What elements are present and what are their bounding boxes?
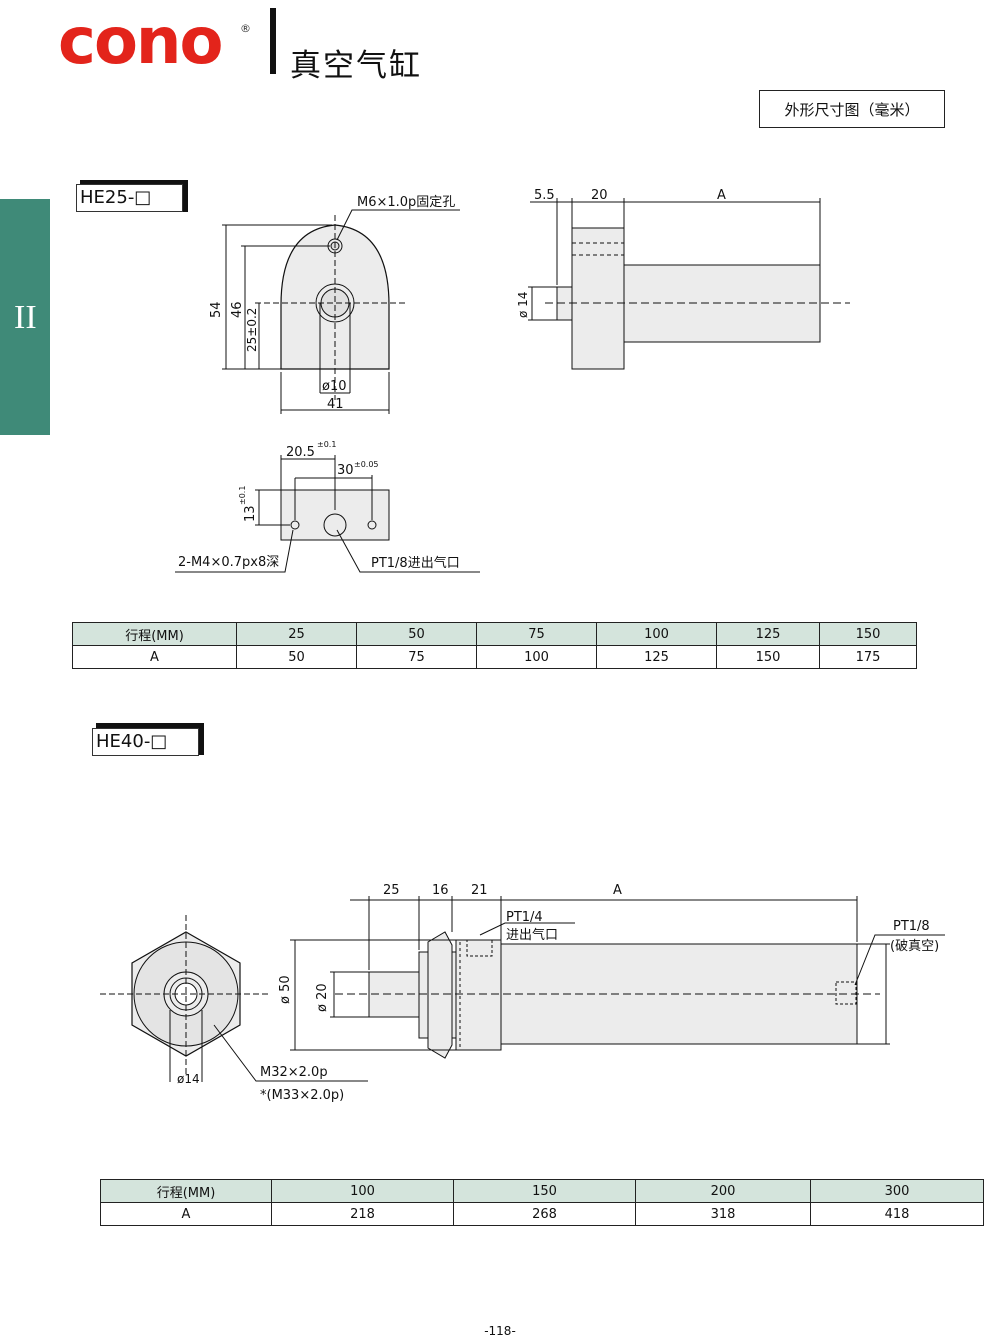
he25-stroke-table: 行程(MM) 25 50 75 100 125 150 A 50 75 100 …: [72, 622, 917, 669]
table-row: A 50 75 100 125 150 175: [72, 645, 917, 669]
table-cell: A: [100, 1202, 272, 1226]
table-cell: 100: [271, 1179, 454, 1203]
he25-dim-20: 20: [591, 188, 608, 203]
table-row: 行程(MM) 100 150 200 300: [100, 1179, 984, 1203]
table-cell: 418: [810, 1202, 984, 1226]
he25-tol-20-5: ±0.1: [317, 440, 336, 449]
he25-dim-14: ø 14: [516, 292, 530, 318]
he25-hole-label: M6×1.0p固定孔: [357, 195, 455, 210]
he25-dim-30: 30: [337, 463, 354, 478]
table-cell: 25: [236, 622, 357, 646]
table-cell: A: [72, 645, 237, 669]
he25-dim-25: 25±0.2: [245, 308, 259, 352]
table-cell: 150: [716, 645, 820, 669]
he40-side-nut: [427, 931, 453, 1059]
table-cell: 218: [271, 1202, 454, 1226]
table-cell: 50: [236, 645, 357, 669]
he25-dim-20-5: 20.5: [286, 445, 315, 460]
he40-dim-20: ø 20: [315, 983, 330, 1012]
page-title: 真空气缸: [290, 48, 422, 84]
table-cell: 75: [476, 622, 597, 646]
he40-stroke-table: 行程(MM) 100 150 200 300 A 218 268 318 418: [100, 1179, 984, 1226]
table-cell: 100: [476, 645, 597, 669]
he25-dim-5-5: 5.5: [534, 188, 555, 203]
he40-dim-16: 16: [432, 883, 449, 898]
he40-dim-25: 25: [383, 883, 400, 898]
he40-thread-alt-label: *(M33×2.0p): [260, 1088, 344, 1103]
model-label-he25: HE25-□: [76, 184, 183, 212]
registered-mark: ®: [240, 22, 251, 35]
header-divider: [270, 8, 276, 74]
he40-port-in-label: 进出气口: [506, 927, 558, 943]
he40-dim-21: 21: [471, 883, 488, 898]
table-cell: 100: [596, 622, 717, 646]
table-cell: 行程(MM): [72, 622, 237, 646]
table-cell: 行程(MM): [100, 1179, 272, 1203]
brand-logo: cono: [58, 6, 248, 78]
he40-port-in: PT1/4: [506, 910, 543, 925]
he25-tap-label: 2-M4×0.7px8深: [178, 555, 279, 570]
units-label-box: 外形尺寸图（毫米）: [759, 90, 945, 128]
table-cell: 125: [716, 622, 820, 646]
table-cell: 268: [453, 1202, 636, 1226]
he40-dim-a: A: [613, 883, 622, 898]
table-cell: 150: [819, 622, 917, 646]
he40-dim-14: ø14: [177, 1072, 200, 1086]
table-cell: 175: [819, 645, 917, 669]
model-label-he40: HE40-□: [92, 728, 199, 756]
section-tab-label: II: [14, 299, 37, 336]
he40-port-vac: PT1/8: [893, 919, 930, 934]
table-cell: 300: [810, 1179, 984, 1203]
table-row: A 218 268 318 418: [100, 1202, 984, 1226]
page-number: -118-: [484, 1324, 516, 1338]
he25-port-label: PT1/8进出气口: [371, 555, 460, 571]
table-cell: 50: [356, 622, 477, 646]
logo-text: cono: [58, 5, 223, 79]
he25-drawing: M6×1.0p固定孔 54 46 25±0.2 ø10 41 5.5 20 A …: [175, 188, 850, 573]
table-row: 行程(MM) 25 50 75 100 125 150: [72, 622, 917, 646]
table-cell: 125: [596, 645, 717, 669]
he25-dim-46: 46: [230, 301, 245, 318]
he40-dim-50: ø 50: [278, 975, 293, 1004]
he25-dim-a: A: [717, 188, 726, 203]
table-cell: 318: [635, 1202, 811, 1226]
he25-dim-10: ø10: [322, 379, 347, 394]
table-cell: 150: [453, 1179, 636, 1203]
table-cell: 200: [635, 1179, 811, 1203]
he40-thread-label: M32×2.0p: [260, 1065, 328, 1080]
he25-dim-41: 41: [327, 397, 344, 412]
he40-port-vac-label: (破真空): [890, 939, 939, 954]
he40-drawing: ø14 M32×2.0p *(M33×2.0p) 25 16 21 A PT1/…: [100, 883, 945, 1103]
table-cell: 75: [356, 645, 477, 669]
he25-tol-30: ±0.05: [354, 460, 379, 469]
he25-side-flange: [571, 227, 625, 370]
he25-dim-13: 13: [243, 505, 258, 522]
he25-tol-13: ±0.1: [238, 486, 247, 505]
he40-side-head: [455, 939, 502, 1051]
he25-dim-54: 54: [209, 301, 224, 318]
section-side-tab: II: [0, 199, 50, 435]
